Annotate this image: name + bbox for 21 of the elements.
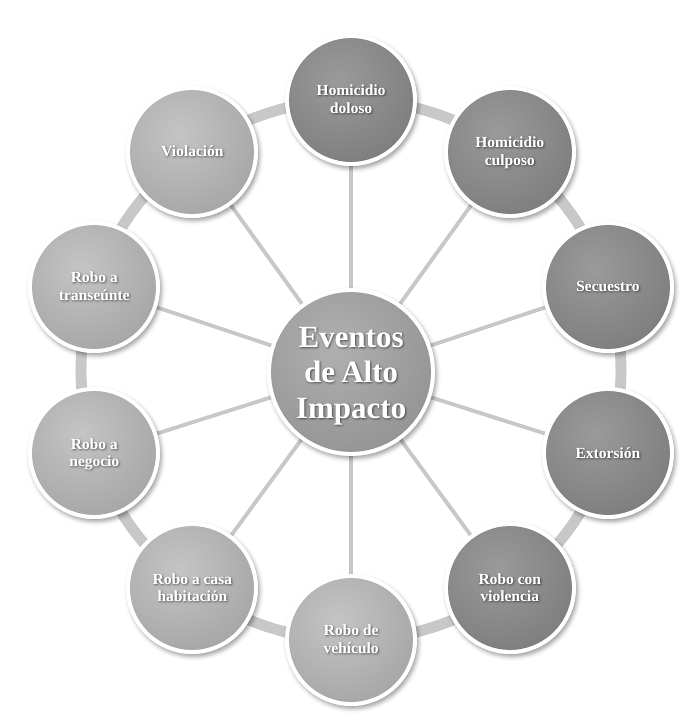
connector-line [156,395,272,436]
category-label: Violación [161,142,224,160]
connector-line [430,395,546,436]
connector-line [349,166,353,288]
connector-line [399,438,472,536]
category-label: Robo de vehículo [322,622,380,658]
center-title: Eventos de Alto Impacto [294,318,408,426]
connector-line [230,438,303,536]
category-label: Homicidio doloso [316,82,386,118]
category-label: Robo a casa habitación [152,570,233,606]
category-label: Robo con violencia [477,570,542,606]
category-label: Secuestro [576,278,640,296]
category-label: Extorsión [575,444,640,462]
connector-line [349,456,353,574]
connector-line [398,204,473,305]
connector-line [430,306,546,348]
category-label: Homicidio culposo [474,134,546,170]
category-label: Robo a transeúnte [58,268,130,304]
category-label: Robo a negocio [68,436,120,472]
connector-line [229,204,304,305]
connector-line [156,306,272,348]
